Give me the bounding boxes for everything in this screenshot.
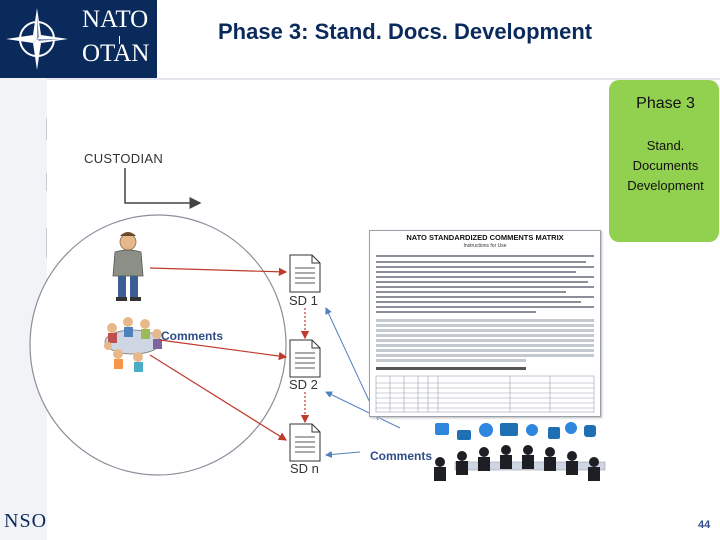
doc-label-sdn: SD n [290,461,319,476]
header-divider [0,78,720,80]
margin-tick [46,118,47,140]
arrow-to-sdn [149,354,288,441]
custodian-ellipse [29,214,287,476]
custodian-label: CUSTODIAN [84,151,164,166]
logo-divider [119,36,120,44]
left-margin-strip [0,78,47,540]
doc-label-sd1: SD 1 [289,293,318,308]
stakeholders-group-icon [434,422,606,481]
compass-star-icon [6,8,68,70]
nato-logo: NATO OTAN [0,0,157,78]
document-icon [289,339,321,378]
comments-matrix-document: NATO STANDARDIZED COMMENTS MATRIX Instru… [369,230,601,417]
meeting-group-icon [104,317,162,372]
document-icon [289,254,321,293]
margin-tick [46,173,47,191]
phase-subtitle: Stand. Documents Development [609,136,720,196]
matrix-body [375,255,595,413]
doc-label-sd2: SD 2 [289,377,318,392]
arrow-to-sd1 [149,267,288,276]
matrix-title: NATO STANDARDIZED COMMENTS MATRIX [406,233,564,242]
nso-logo: NSO [4,510,48,532]
page-title: Phase 3: Stand. Docs. Development [218,19,593,44]
phase-box [609,80,719,242]
header-bar: NATO OTAN Phase 3: Stand. Docs. Developm… [0,0,720,78]
phase-subtitle-line: Development [627,178,704,193]
logo-nato-text: NATO [82,6,149,33]
document-icon [289,423,321,462]
phase-subtitle-line: Stand. [646,138,685,153]
matrix-subtitle: Instructions for Use [463,243,507,249]
phase-subtitle-line: Documents [632,158,699,173]
phase-title: Phase 3 [636,95,695,112]
comments-label-right: Comments [370,449,433,463]
custodian-person-icon [112,232,144,301]
page-number: 44 [698,519,711,531]
custodian-connector [124,168,202,209]
margin-tick [46,228,47,258]
comments-label-left: Comments [161,329,224,343]
logo-otan-text: OTAN [82,40,150,67]
comment-arrow [325,450,361,458]
